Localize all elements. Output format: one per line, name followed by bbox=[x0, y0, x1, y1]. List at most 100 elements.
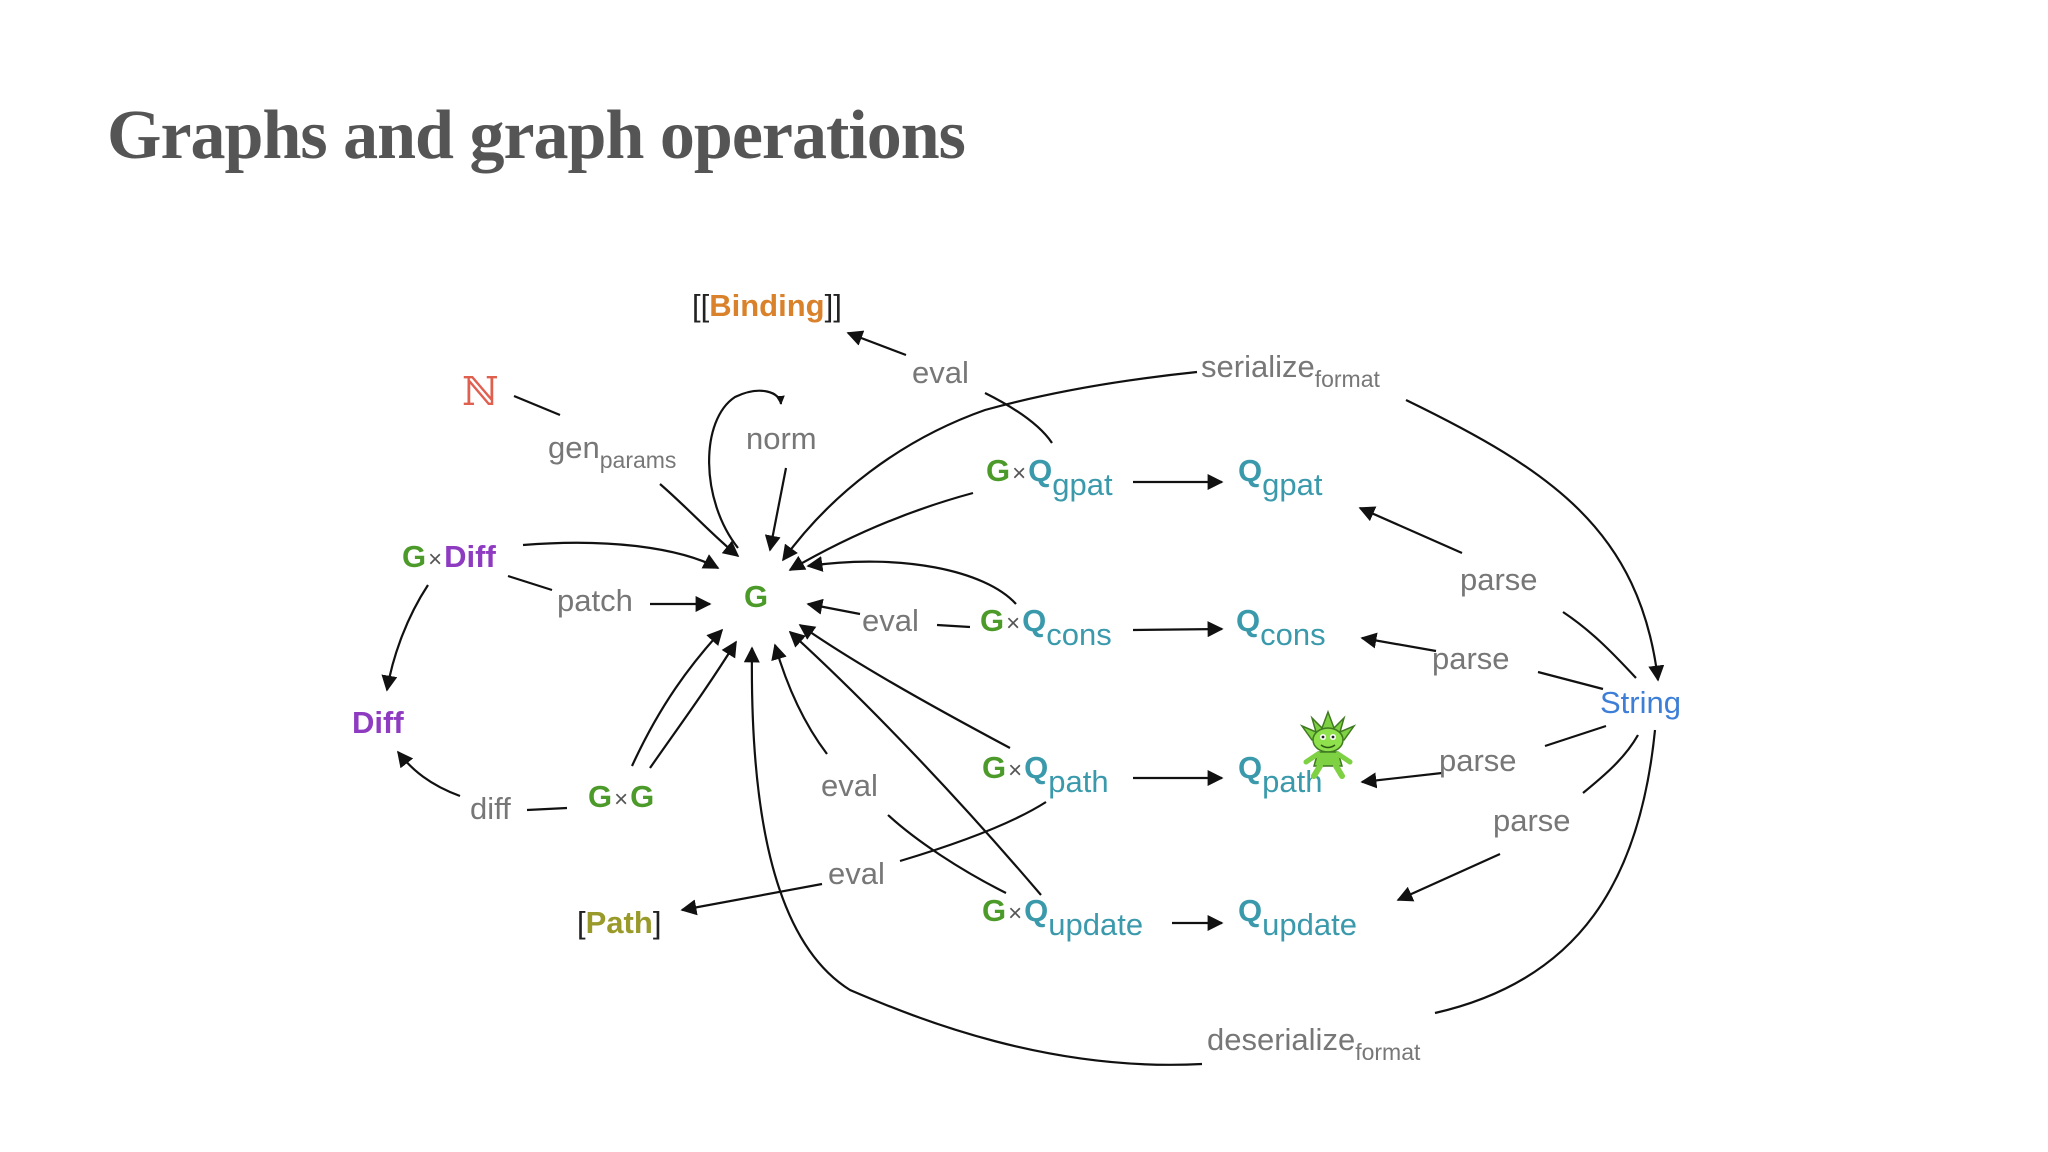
goblin-mascot-icon bbox=[1299, 709, 1357, 779]
node-qupdate-sub: update bbox=[1262, 907, 1357, 942]
edge-gcons-g bbox=[806, 556, 1017, 605]
node-g-times-qupdate-x: × bbox=[1008, 900, 1022, 927]
node-qgpat-sub: gpat bbox=[1262, 467, 1323, 502]
edge-string-parse-path bbox=[1544, 724, 1607, 748]
node-g-times-qcons-g: G bbox=[980, 603, 1004, 638]
edge-gen-g bbox=[659, 483, 740, 558]
edge-label-eval-binding: eval bbox=[912, 355, 969, 390]
node-g-times-qpath-q: Q bbox=[1024, 750, 1048, 785]
node-binding-label: Binding bbox=[709, 288, 824, 323]
node-binding-list: [[Binding]] bbox=[692, 288, 842, 323]
edge-gg-diff bbox=[526, 806, 568, 812]
edge-diff-diff bbox=[397, 750, 461, 798]
edge-deserialize-string bbox=[1434, 729, 1657, 1015]
node-g-times-qgpat-q: Q bbox=[1028, 453, 1052, 488]
node-g-times-qgpat-g: G bbox=[986, 453, 1010, 488]
node-binding-open: [[ bbox=[692, 288, 710, 323]
edge-label-deserialize-main: deserialize bbox=[1207, 1022, 1355, 1057]
node-g-times-qgpat-x: × bbox=[1012, 460, 1026, 487]
edge-label-eval-cons: eval bbox=[862, 603, 919, 638]
edge-string-parse-cons bbox=[1537, 670, 1604, 691]
edge-deserialize-g bbox=[743, 646, 1203, 1066]
edge-gdiff-g bbox=[522, 541, 720, 569]
edges bbox=[381, 330, 1665, 1066]
node-g-times-diff-diff: Diff bbox=[444, 539, 496, 574]
edge-label-parse-update: parse bbox=[1493, 803, 1571, 838]
node-g-times-qcons-q: Q bbox=[1022, 603, 1046, 638]
edge-gdiff-diff bbox=[381, 584, 429, 692]
node-g-times-diff: G×Diff bbox=[402, 539, 496, 574]
edge-gg-g-1 bbox=[631, 628, 724, 767]
edge-ggpat-g bbox=[788, 491, 974, 571]
edge-gupdate-g bbox=[788, 630, 1042, 896]
edge-gpath-eval bbox=[899, 801, 1047, 863]
edge-label-gen-main: gen bbox=[548, 430, 600, 465]
edge-label-norm: norm bbox=[746, 421, 817, 456]
edge-eval-binding bbox=[846, 330, 907, 357]
node-g-times-qcons-x: × bbox=[1006, 610, 1020, 637]
edge-label-eval-update: eval bbox=[821, 768, 878, 803]
edge-parse-qupdate bbox=[1396, 852, 1501, 902]
nodes: [[Binding]] ℕ G G×Diff Diff G×G [Path] G… bbox=[352, 288, 1681, 942]
node-qupdate: Qupdate bbox=[1238, 893, 1357, 942]
node-g-times-qupdate: G×Qupdate bbox=[982, 893, 1143, 942]
edge-string-parse-gpat bbox=[1562, 611, 1637, 679]
node-qcons-q: Q bbox=[1236, 603, 1260, 638]
edge-label-serialize-sub: format bbox=[1315, 366, 1381, 392]
edge-label-serialize: serializeformat bbox=[1201, 349, 1381, 392]
edge-serialize-g bbox=[782, 370, 1198, 562]
edge-gcons-eval bbox=[936, 623, 971, 629]
node-g-times-qcons-sub: cons bbox=[1046, 617, 1111, 652]
edge-labels: eval norm genparams patch diff eval eval… bbox=[470, 349, 1571, 1065]
node-qpath-q: Q bbox=[1238, 750, 1262, 785]
edge-label-deserialize: deserializeformat bbox=[1207, 1022, 1421, 1065]
node-path-label: Path bbox=[586, 905, 653, 940]
node-g-times-diff-g: G bbox=[402, 539, 426, 574]
edge-label-deserialize-sub: format bbox=[1355, 1039, 1421, 1065]
slide-title: Graphs and graph operations bbox=[107, 97, 966, 174]
node-qpath: Qpath bbox=[1238, 750, 1322, 799]
node-g-times-g-first: G bbox=[588, 779, 612, 814]
node-g: G bbox=[744, 579, 768, 614]
edge-label-patch: patch bbox=[557, 583, 633, 618]
node-diff: Diff bbox=[352, 705, 404, 740]
edge-label-gen: genparams bbox=[548, 430, 676, 473]
node-string: String bbox=[1600, 685, 1681, 720]
edge-eval-g bbox=[806, 598, 861, 616]
node-g-times-qpath-sub: path bbox=[1048, 764, 1108, 799]
node-qpath-sub: path bbox=[1262, 764, 1322, 799]
edge-gpath-g bbox=[798, 624, 1011, 749]
edge-parse-qcons bbox=[1360, 632, 1437, 653]
edge-string-parse-update bbox=[1582, 734, 1639, 794]
edge-parse-qpath bbox=[1360, 771, 1443, 789]
node-g-times-qcons: G×Qcons bbox=[980, 603, 1112, 652]
edge-label-eval-path: eval bbox=[828, 856, 885, 891]
node-qgpat-q: Q bbox=[1238, 453, 1262, 488]
node-qgpat: Qgpat bbox=[1238, 453, 1323, 502]
node-g-times-g-x: × bbox=[614, 786, 628, 813]
node-qcons-sub: cons bbox=[1260, 617, 1325, 652]
edge-label-parse-path: parse bbox=[1439, 743, 1517, 778]
node-path-open: [ bbox=[577, 905, 586, 940]
edge-gupdate-eval bbox=[887, 814, 1007, 894]
node-g-times-qpath: G×Qpath bbox=[982, 750, 1109, 799]
node-g-times-qgpat: G×Qgpat bbox=[986, 453, 1113, 502]
edge-norm-loop bbox=[708, 389, 785, 549]
edge-norm-label bbox=[764, 467, 788, 552]
edge-label-parse-gpat: parse bbox=[1460, 562, 1538, 597]
node-g-times-g: G×G bbox=[588, 779, 654, 814]
node-path-close: ] bbox=[653, 905, 662, 940]
node-g-times-diff-x: × bbox=[428, 546, 442, 573]
edge-gen-n bbox=[513, 394, 561, 417]
node-path-list: [Path] bbox=[577, 905, 661, 940]
edge-gcons-qcons bbox=[1132, 621, 1224, 638]
node-naturals: ℕ bbox=[462, 369, 499, 415]
node-g-times-g-second: G bbox=[630, 779, 654, 814]
edge-gdiff-patch bbox=[507, 574, 553, 592]
node-qupdate-q: Q bbox=[1238, 893, 1262, 928]
node-g-times-qupdate-sub: update bbox=[1048, 907, 1143, 942]
node-qcons: Qcons bbox=[1236, 603, 1326, 652]
node-g-times-qupdate-g: G bbox=[982, 893, 1006, 928]
edge-parse-qgpat bbox=[1358, 506, 1463, 555]
